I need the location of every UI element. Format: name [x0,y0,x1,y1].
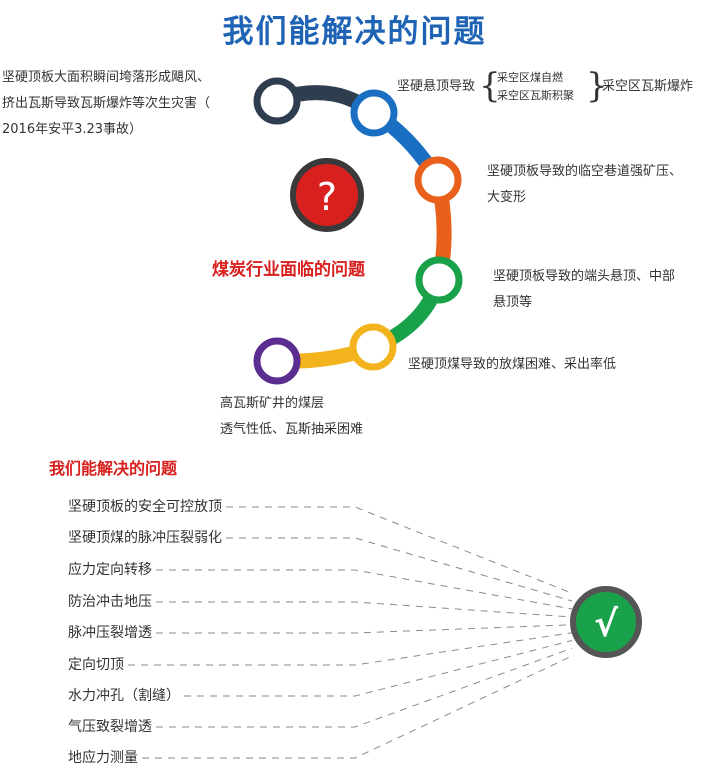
problem-3-line-2: 大变形 [487,190,527,205]
node-1 [253,77,301,125]
page-title: 我们能解决的问题 [222,14,487,50]
problem-5-line-1: 坚硬顶煤导致的放煤困难、采出率低 [408,357,617,372]
problem-arc [275,85,452,369]
connector-line [184,640,573,697]
solution-item-6: 定向切顶 [68,657,124,673]
solution-item-5: 脉冲压裂增透 [68,625,152,641]
solutions-title: 我们能解决的问题 [49,459,178,478]
problem-6: 高瓦斯矿井的煤层 透气性低、瓦斯抽采困难 [220,391,363,443]
solution-item-8: 气压致裂增透 [68,719,152,735]
connector-line [128,632,573,666]
connector-line [156,601,573,618]
problem-1-line-2: 挤出瓦斯导致瓦斯爆炸等次生灾害（ [2,96,211,111]
right-brace-icon: } [586,66,608,106]
solution-item-1: 坚硬顶板的安全可控放顶 [68,499,222,515]
node-2 [350,89,398,137]
connector-line [156,569,573,610]
check-badge: √ [570,586,642,658]
problem-2-branch-1: 采空区煤自燃 [497,71,563,84]
connector-line [226,537,573,602]
problem-3: 坚硬顶板导致的临空巷道强矿压、 大变形 [487,159,682,211]
problem-4-line-1: 坚硬顶板导致的端头悬顶、中部 [493,269,676,284]
left-brace-icon: { [479,66,501,106]
question-mark-icon: ? [317,175,337,219]
problem-6-line-1: 高瓦斯矿井的煤层 [220,396,325,411]
problem-2-branch-2: 采空区瓦斯积聚 [497,89,574,102]
solution-item-2: 坚硬顶煤的脉冲压裂弱化 [68,530,222,546]
connector-line [226,506,573,594]
problem-nodes [253,77,463,385]
solution-item-3: 应力定向转移 [68,562,152,578]
problem-2-branch: 采空区煤自燃 采空区瓦斯积聚 [497,69,574,105]
solution-connectors [128,506,573,759]
solution-item-4: 防治冲击地压 [68,594,152,610]
question-badge: ? [290,158,364,232]
problem-6-line-2: 透气性低、瓦斯抽采困难 [220,422,364,437]
problem-1-line-3: 2016年安平3.23事故） [2,122,143,137]
problem-4-line-2: 悬顶等 [493,295,533,310]
center-label: 煤炭行业面临的问题 [212,260,365,280]
problem-4: 坚硬顶板导致的端头悬顶、中部 悬顶等 [493,264,675,316]
problem-2-prefix: 坚硬悬顶导致 [397,79,476,94]
connector-line [156,624,573,634]
problem-1: 坚硬顶板大面积瞬间垮落形成飓风、 挤出瓦斯导致瓦斯爆炸等次生灾害（ 2016年安… [2,65,210,143]
problem-3-line-1: 坚硬顶板导致的临空巷道强矿压、 [487,164,683,179]
connector-line [156,647,573,728]
problem-2-suffix: 采空区瓦斯爆炸 [602,79,694,94]
node-6 [253,337,301,385]
node-5 [349,323,397,371]
connector-line [142,655,573,759]
solution-item-7: 水力冲孔（割缝） [68,688,180,704]
node-4 [415,256,463,304]
check-mark-icon: √ [594,604,619,645]
problem-1-line-1: 坚硬顶板大面积瞬间垮落形成飓风、 [2,70,211,85]
problem-5: 坚硬顶煤导致的放煤困难、采出率低 [408,352,616,378]
solution-item-9: 地应力测量 [68,750,138,766]
node-3 [414,156,462,204]
